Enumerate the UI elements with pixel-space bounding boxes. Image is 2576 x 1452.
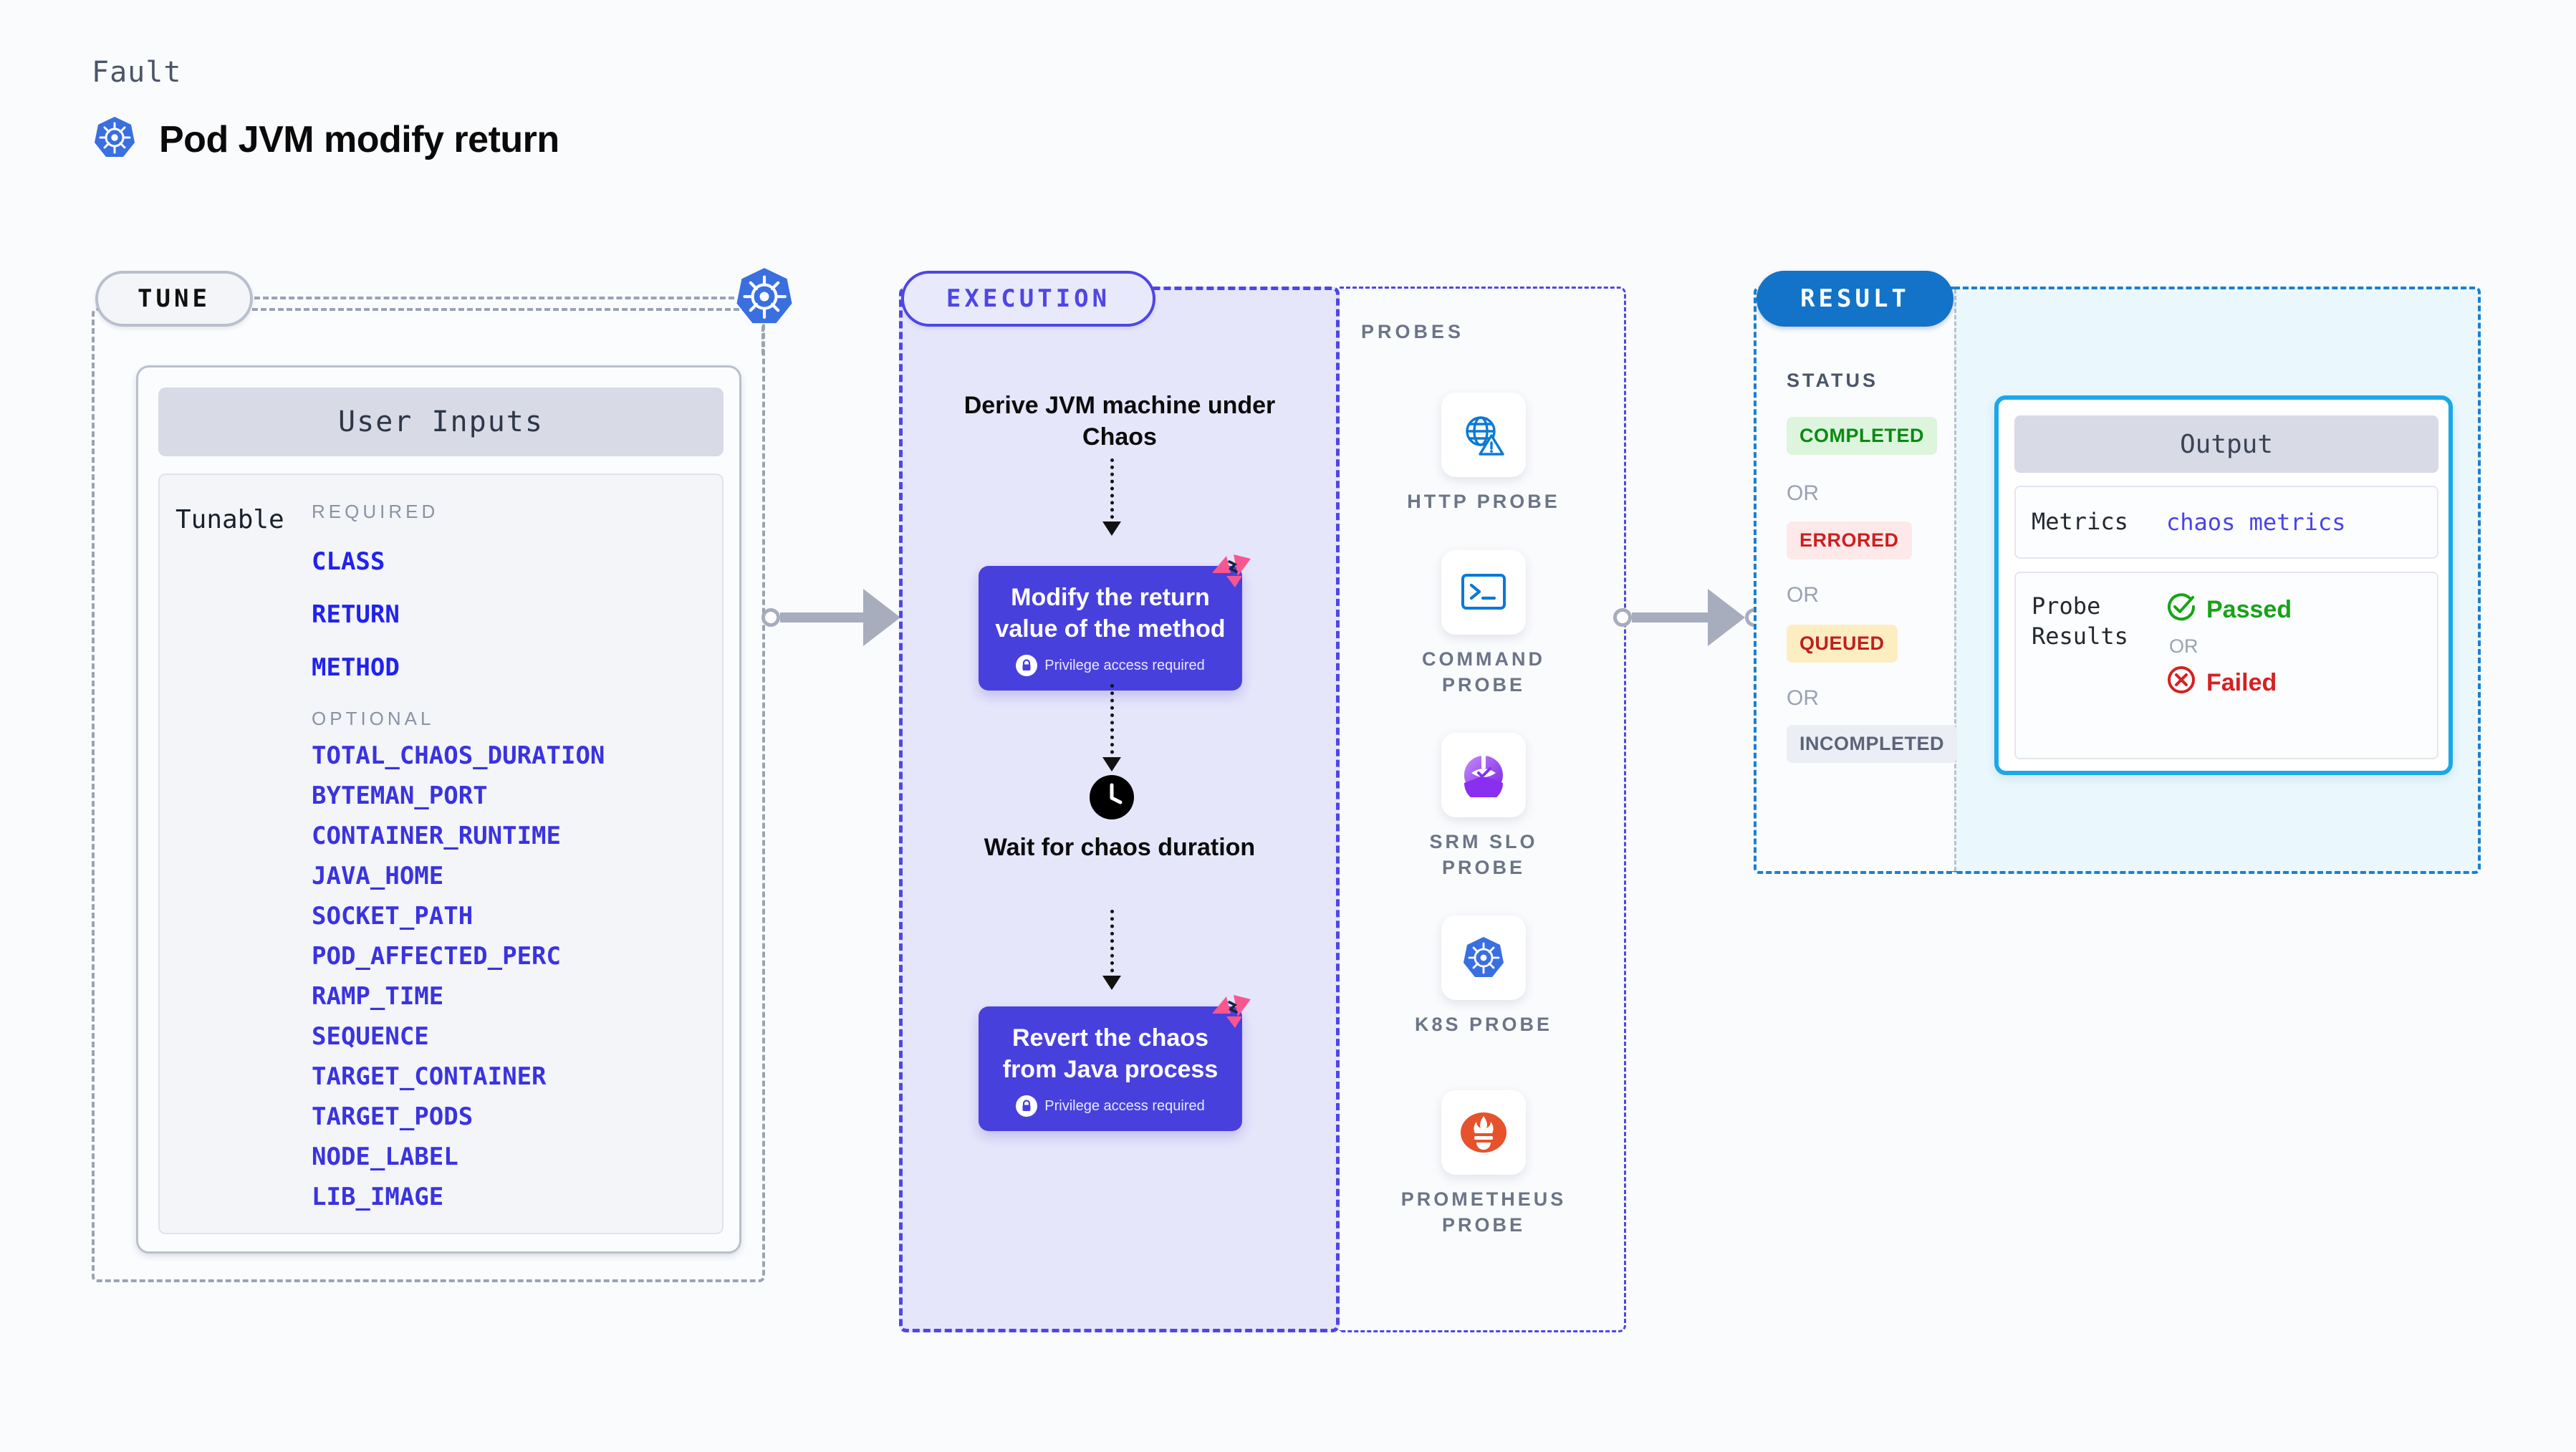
terminal-icon: [1441, 550, 1526, 635]
required-heading: REQUIRED: [312, 501, 439, 522]
user-inputs-title: User Inputs: [158, 388, 724, 456]
optional-param-item[interactable]: RAMP_TIME: [312, 982, 444, 1011]
output-title: Output: [2014, 415, 2438, 473]
params-column: REQUIRED CLASS RETURN METHOD OPTIONAL TOTA…: [312, 475, 605, 1233]
tune-badge: TUNE: [95, 271, 253, 327]
result-badge: RESULT: [1756, 271, 1953, 327]
probe-srm-slo[interactable]: SRM SLO PROBE: [1394, 733, 1573, 881]
required-param-item[interactable]: METHOD: [312, 653, 400, 682]
status-badge-errored: ERRORED: [1787, 521, 1912, 559]
optional-param-item[interactable]: SEQUENCE: [312, 1022, 429, 1051]
required-param-item[interactable]: RETURN: [312, 600, 400, 629]
probe-label: K8S PROBE: [1414, 1014, 1553, 1035]
optional-param-item[interactable]: TARGET_CONTAINER: [312, 1062, 547, 1091]
result-panel-divider: [1954, 289, 1956, 871]
execution-step-4-label: Revert the chaos from Java process: [1002, 1024, 1219, 1084]
or-separator: OR: [1787, 686, 1819, 710]
optional-param-list: TOTAL_CHAOS_DURATION BYTEMAN_PORT CONTAINE…: [312, 741, 605, 1211]
probe-label: PROMETHEUS PROBE: [1400, 1188, 1567, 1236]
optional-param-item[interactable]: POD_AFFECTED_PERC: [312, 942, 561, 971]
result-status-panel: [1754, 287, 1954, 874]
connector-arrowhead: [863, 589, 900, 646]
optional-param-item[interactable]: TARGET_PODS: [312, 1102, 474, 1131]
probes-heading: PROBES: [1361, 321, 1465, 342]
probe-label: SRM SLO PROBE: [1429, 831, 1538, 879]
or-separator: OR: [1787, 583, 1819, 607]
prometheus-icon: [1441, 1090, 1526, 1175]
execution-step-1-label: Derive JVM machine under Chaos: [963, 392, 1276, 451]
user-inputs-card: User Inputs Tunable REQUIRED CLASS RETURN…: [136, 365, 741, 1254]
metrics-value[interactable]: chaos metrics: [2166, 509, 2346, 536]
kubernetes-icon: [733, 265, 796, 328]
globe-warning-icon: [1441, 393, 1526, 477]
optional-param-item[interactable]: TOTAL_CHAOS_DURATION: [312, 741, 605, 770]
connector-dot: [761, 608, 780, 627]
page-title: Pod JVM modify return: [159, 118, 559, 160]
probe-command[interactable]: COMMAND PROBE: [1394, 550, 1573, 698]
privilege-note-text: Privilege access required: [1044, 657, 1205, 673]
optional-param-item[interactable]: NODE_LABEL: [312, 1143, 458, 1171]
connector-tune-to-execution: [761, 589, 919, 646]
probe-prometheus[interactable]: PROMETHEUS PROBE: [1394, 1090, 1573, 1239]
optional-param-item[interactable]: SOCKET_PATH: [312, 902, 474, 931]
x-circle-icon: [2166, 665, 2196, 701]
litmus-icon: [1209, 552, 1254, 589]
execution-step-2-label: Modify the return value of the method: [995, 584, 1226, 643]
status-badge-incompleted: INCOMPLETED: [1787, 725, 1958, 763]
connector-arrowhead: [1708, 589, 1745, 646]
metrics-key: Metrics: [2032, 508, 2128, 536]
execution-step-3-label: Wait for chaos duration: [984, 834, 1256, 861]
probe-results-key: Probe Results: [2032, 592, 2128, 650]
connector-bar: [780, 612, 865, 622]
or-separator: OR: [2169, 635, 2198, 657]
optional-param-item[interactable]: BYTEMAN_PORT: [312, 782, 488, 810]
probe-result-failed-label: Failed: [2206, 669, 2277, 696]
check-circle-icon: [2166, 592, 2196, 628]
probe-http[interactable]: HTTP PROBE: [1394, 393, 1573, 514]
probe-k8s[interactable]: K8S PROBE: [1394, 915, 1573, 1037]
tune-connector-stub: [761, 326, 764, 355]
output-metrics-row: Metrics chaos metrics: [2014, 486, 2438, 559]
connector-dot: [1613, 608, 1632, 627]
lock-icon: [1016, 1095, 1038, 1117]
status-heading: STATUS: [1787, 370, 1878, 391]
page-title-row: Pod JVM modify return: [92, 115, 559, 164]
litmus-icon: [1209, 992, 1254, 1029]
optional-param-item[interactable]: JAVA_HOME: [312, 862, 444, 890]
user-inputs-body: Tunable REQUIRED CLASS RETURN METHOD OPTIO…: [158, 473, 724, 1234]
probe-result-failed: Failed: [2166, 665, 2292, 701]
output-card: Output Metrics chaos metrics Probe Resul…: [1994, 395, 2453, 775]
connector-bar: [1632, 612, 1709, 622]
execution-badge: EXECUTION: [901, 271, 1155, 327]
execution-step-2-card: Modify the return value of the method Pr…: [979, 554, 1251, 691]
privilege-note-text: Privilege access required: [1044, 1097, 1205, 1114]
tunable-label: Tunable: [176, 505, 284, 534]
kubernetes-icon: [1441, 915, 1526, 1000]
clock-icon: [1090, 775, 1134, 819]
probe-label: COMMAND PROBE: [1422, 648, 1545, 696]
privilege-note: Privilege access required: [991, 655, 1229, 677]
connector-execution-to-result: [1613, 589, 1764, 646]
status-badge-completed: COMPLETED: [1787, 417, 1938, 455]
optional-param-item[interactable]: LIB_IMAGE: [312, 1183, 444, 1211]
optional-heading: OPTIONAL: [312, 708, 435, 729]
lock-icon: [1016, 655, 1038, 677]
probe-result-passed-label: Passed: [2206, 596, 2292, 623]
privilege-note: Privilege access required: [991, 1095, 1229, 1117]
required-param-item[interactable]: CLASS: [312, 547, 385, 576]
probe-result-passed: Passed: [2166, 592, 2292, 628]
tune-connector-line: [254, 297, 734, 299]
srm-slo-icon: [1441, 733, 1526, 817]
kubernetes-icon: [92, 115, 138, 164]
or-separator: OR: [1787, 481, 1819, 505]
optional-param-item[interactable]: CONTAINER_RUNTIME: [312, 822, 561, 850]
fault-kicker: Fault: [92, 56, 182, 89]
execution-step-4-card: Revert the chaos from Java process Privi…: [979, 995, 1251, 1132]
output-probe-results-row: Probe Results Passed OR: [2014, 572, 2438, 759]
probe-results-values: Passed OR Failed: [2166, 592, 2292, 701]
required-param-list: CLASS RETURN METHOD: [312, 547, 605, 682]
status-badge-queued: QUEUED: [1787, 625, 1898, 663]
probe-label: HTTP PROBE: [1407, 491, 1560, 512]
